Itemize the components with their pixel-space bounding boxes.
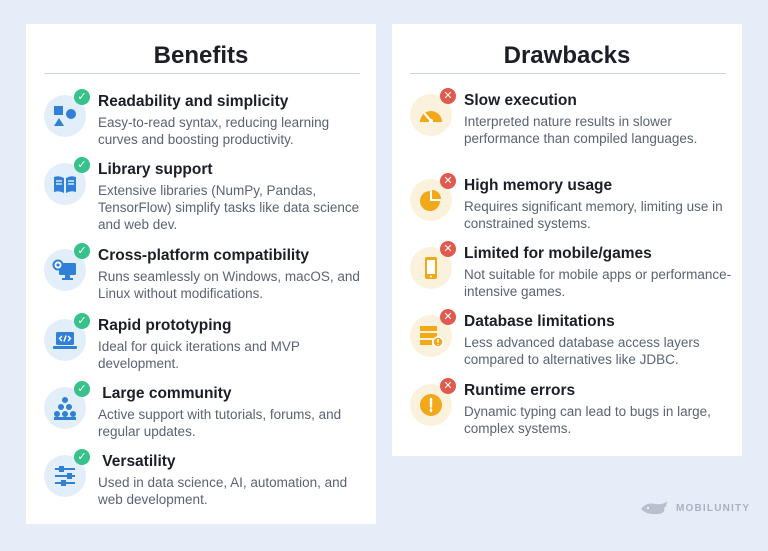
brand-name: MOBILUNITY [676,502,751,514]
check-badge-icon: ✓ [74,157,90,173]
benefit-desc: Runs seamlessly on Windows, macOS, and L… [98,269,360,301]
brand-logo: MOBILUNITY [640,500,750,516]
benefit-title: Versatility [98,453,176,470]
cross-badge-icon: ✕ [440,88,456,104]
benefit-desc: Active support with tutorials, forums, a… [98,407,342,439]
pie-chart-icon: ✕ [410,173,456,221]
whale-logo-icon [641,501,667,515]
drawback-desc: Requires significant memory, limiting us… [464,199,723,231]
drawback-title: High memory usage [464,177,613,194]
drawback-desc: Interpreted nature results in slower per… [464,114,698,146]
mobile-icon: ✕ [410,241,456,289]
benefits-panel: Benefits ✓ Readability and simplicity Ea… [26,24,376,524]
check-badge-icon: ✓ [74,381,90,397]
benefit-desc: Used in data science, AI, automation, an… [98,475,348,507]
cross-badge-icon: ✕ [440,173,456,189]
drawback-desc: Less advanced database access layers com… [464,335,700,367]
check-badge-icon: ✓ [74,89,90,105]
check-badge-icon: ✓ [74,449,90,465]
sliders-icon: ✓ [44,449,90,497]
benefit-title: Readability and simplicity [98,93,289,110]
benefit-desc: Extensive libraries (NumPy, Pandas, Tens… [98,183,360,232]
drawback-title: Database limitations [464,313,615,330]
benefits-divider [44,73,360,74]
drawbacks-divider [410,73,726,74]
drawback-desc: Dynamic typing can lead to bugs in large… [464,404,711,436]
monitor-gear-icon: ✓ [44,243,90,291]
benefit-desc: Easy-to-read syntax, reducing learning c… [98,115,330,147]
drawbacks-panel: Drawbacks ✕ Slow execution Interpreted n… [392,24,742,456]
benefit-title: Cross-platform compatibility [98,247,309,264]
shapes-icon: ✓ [44,89,90,137]
drawback-title: Runtime errors [464,382,576,399]
drawback-desc: Not suitable for mobile apps or performa… [464,267,732,299]
check-badge-icon: ✓ [74,313,90,329]
benefit-title: Library support [98,161,213,178]
warning-icon: ✕ [410,378,456,426]
drawbacks-title: Drawbacks [503,42,631,69]
gauge-icon: ✕ [410,88,456,136]
book-icon: ✓ [44,157,90,205]
laptop-code-icon: ✓ [44,313,90,361]
cross-badge-icon: ✕ [440,241,456,257]
cross-badge-icon: ✕ [440,309,456,325]
check-badge-icon: ✓ [74,243,90,259]
people-pyramid-icon: ✓ [44,381,90,429]
drawback-title: Slow execution [464,92,577,109]
server-warning-icon: ✕ [410,309,456,357]
drawback-title: Limited for mobile/games [464,245,652,262]
benefit-title: Large community [98,385,232,402]
benefits-title: Benefits [153,42,249,69]
benefit-title: Rapid prototyping [98,317,232,334]
benefit-desc: Ideal for quick iterations and MVP devel… [98,339,300,371]
cross-badge-icon: ✕ [440,378,456,394]
